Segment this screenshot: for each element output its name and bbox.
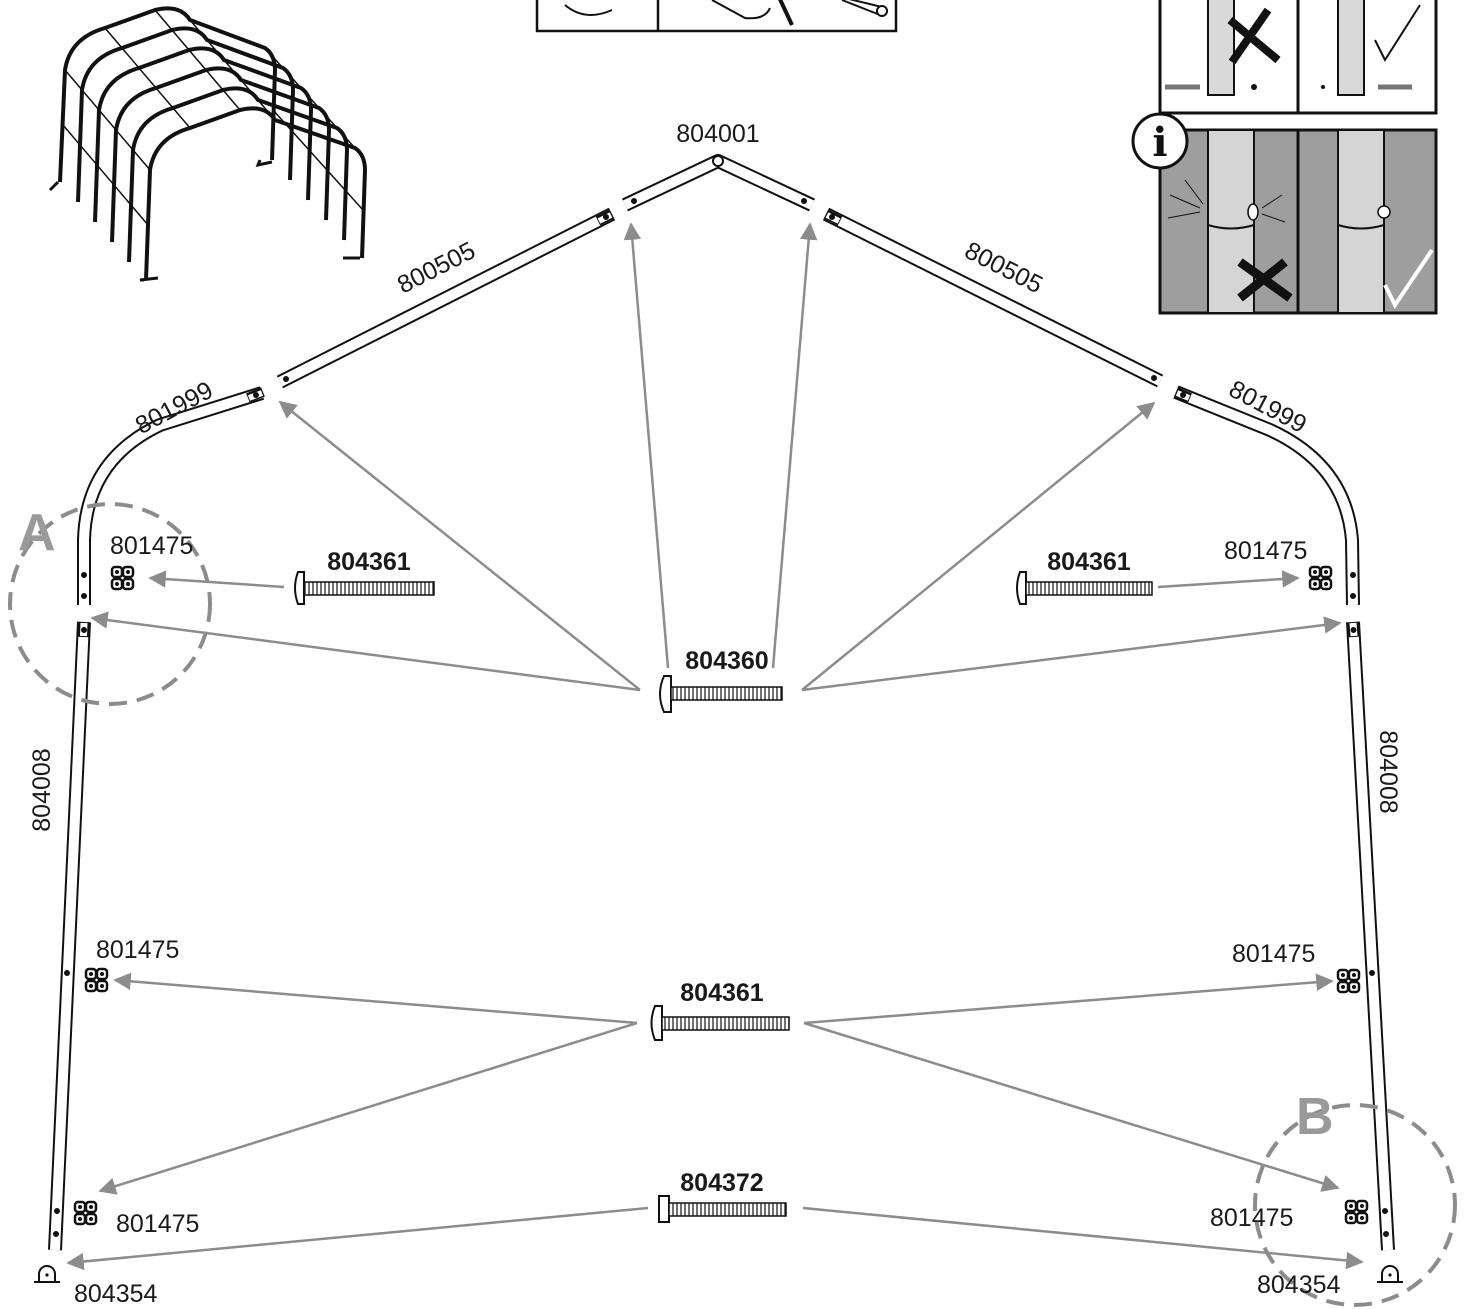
leg-left [48,621,91,1251]
nut-middle-left [84,967,109,993]
bolt-orientation-panel [1158,0,1438,115]
label-bolt-middle: 804361 [680,979,764,1007]
info-icon [1131,112,1189,170]
foot-left [33,1265,61,1283]
peak-part [622,154,815,212]
label-nut-lower-left: 801475 [116,1210,199,1238]
label-bolt-upper-left: 804361 [327,548,411,576]
label-bolt-center: 804360 [685,647,768,675]
nut-middle-right [1336,968,1361,994]
leg-right [1346,621,1395,1251]
label-nut-middle-right: 801475 [1232,940,1315,968]
bolt-804361-upper-left [294,571,435,605]
bolt-804372-lower [658,1195,787,1223]
frame-thumbnail [48,6,368,282]
detail-circle-a [8,502,212,706]
bolt-804360-center [659,675,783,713]
info-letter: i [1152,119,1167,166]
detail-label-a: A [18,504,56,562]
connection-arrows [66,222,1364,1271]
elbow-left [77,386,265,605]
label-peak: 804001 [676,120,759,148]
label-nut-upper-left: 801475 [110,532,193,560]
label-foot-left: 804354 [74,1280,158,1308]
nut-upper-left [110,565,135,591]
foot-right [1376,1265,1404,1283]
detail-label-b: B [1296,1088,1334,1146]
bolt-804361-middle [650,1005,790,1041]
nut-lower-right [1344,1199,1369,1225]
detail-circle-b [1253,1103,1457,1307]
upper-tube-right [822,207,1164,388]
label-leg-right: 804008 [1374,730,1402,813]
label-bolt-lower: 804372 [680,1169,763,1197]
top-instruction-box [535,0,898,33]
bolt-804361-upper-right [1016,571,1153,605]
label-foot-right: 804354 [1257,1271,1341,1299]
label-leg-left: 804008 [28,748,56,831]
nut-lower-left [73,1200,98,1226]
label-bolt-upper-right: 804361 [1047,548,1131,576]
frame-tubes [48,154,1395,1251]
label-nut-middle-left: 801475 [96,936,179,964]
elbow-right [1173,385,1360,606]
nut-upper-right [1308,565,1333,591]
nut-tightening-panel: i [1131,112,1438,315]
label-nut-upper-right: 801475 [1224,537,1307,565]
upper-tube-left [276,207,616,389]
label-nut-lower-right: 801475 [1210,1204,1293,1232]
